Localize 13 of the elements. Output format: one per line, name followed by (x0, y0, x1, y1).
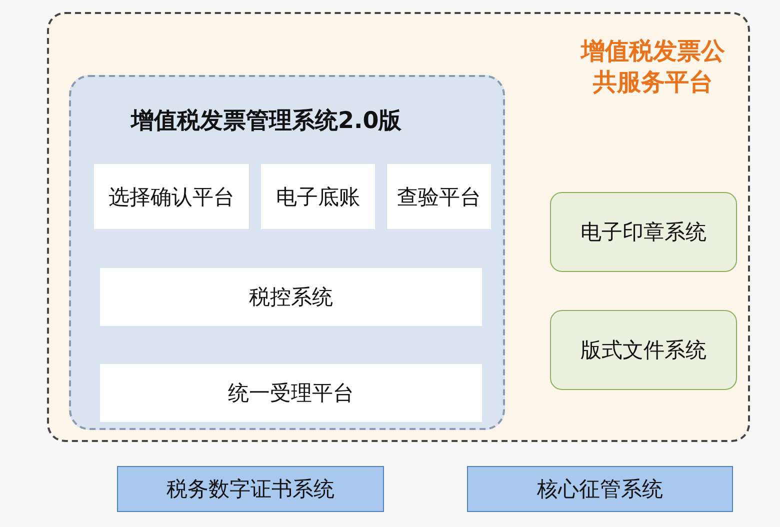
module-box: 税控系统 (100, 268, 482, 326)
module-box: 查验平台 (387, 164, 491, 229)
system-box: 版式文件系统 (550, 310, 737, 390)
system-box: 核心征管系统 (467, 466, 733, 512)
panel-title: 增值税发票管理系统2.0版 (131, 107, 402, 136)
module-box: 电子底账 (261, 164, 375, 229)
system-box: 电子印章系统 (550, 192, 737, 272)
system-box: 税务数字证书系统 (117, 466, 384, 512)
module-box: 选择确认平台 (94, 164, 249, 229)
module-box: 统一受理平台 (100, 364, 482, 422)
system-panel (69, 75, 505, 430)
panel-title: 增值税发票公共服务平台 (579, 36, 726, 98)
platform-panel (47, 12, 750, 442)
